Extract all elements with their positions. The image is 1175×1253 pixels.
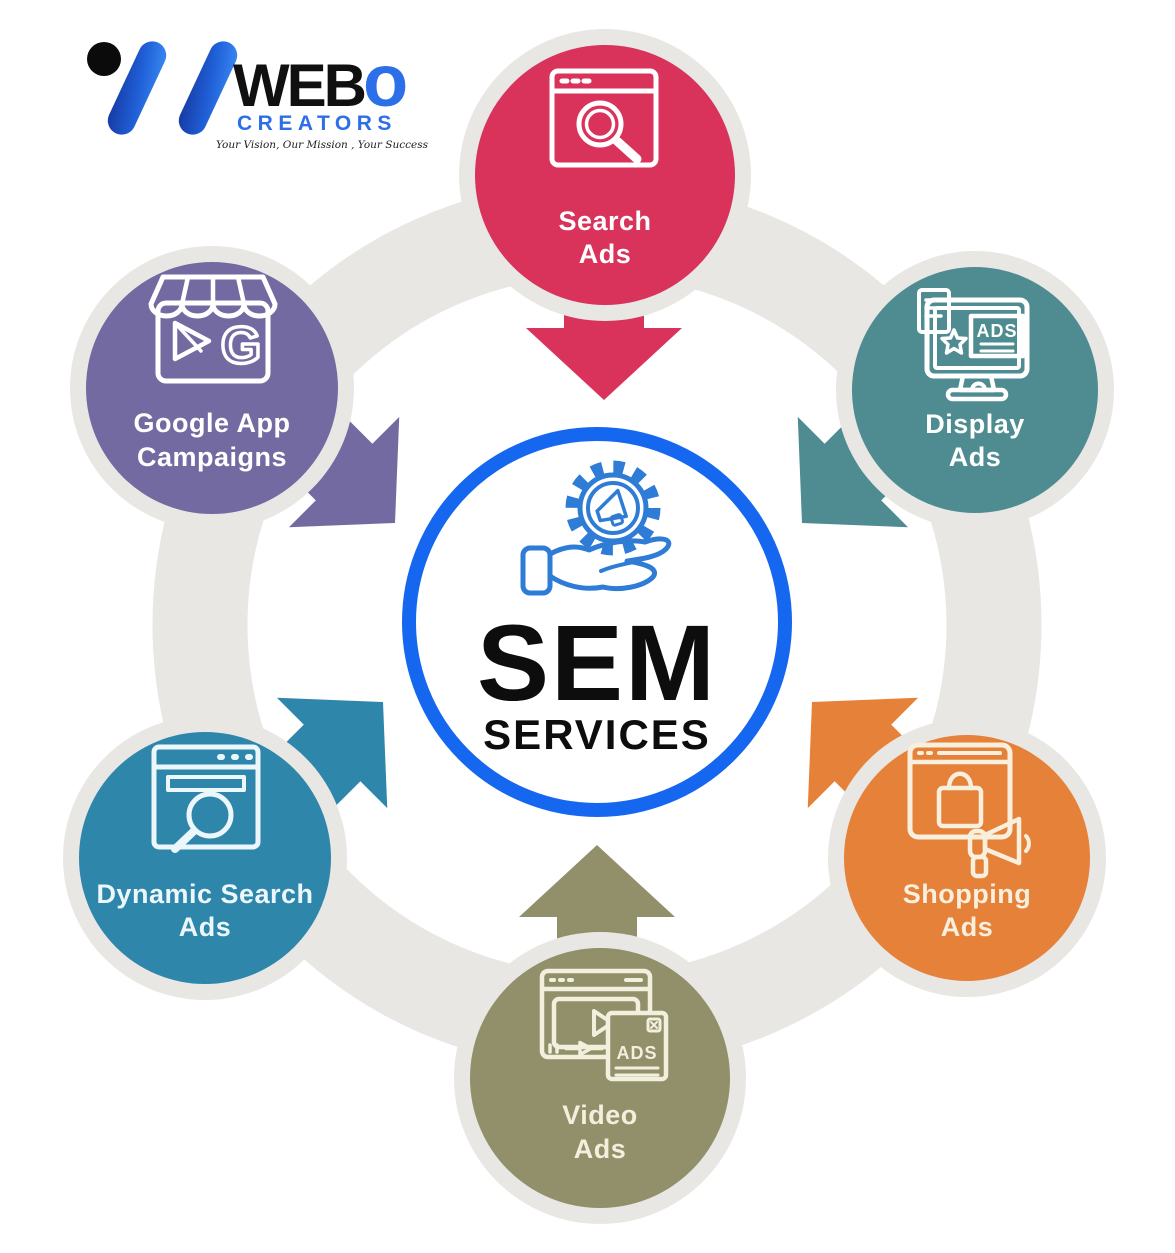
search-ads-label-line2: Ads — [579, 239, 632, 269]
node-google-app-campaigns: G Google App Campaigns — [86, 262, 338, 514]
display-ads-label-line1: Display — [925, 409, 1025, 439]
center-circle — [402, 427, 792, 817]
node-shopping-ads: Shopping Ads — [844, 735, 1090, 981]
megaphone-handle — [609, 513, 624, 527]
megaphone — [595, 488, 628, 527]
browser-searchbar-magnifier-icon — [151, 744, 261, 853]
shopping-ads-label-line1: Shopping — [903, 879, 1031, 909]
hand-thumb-line — [599, 559, 639, 573]
dynamic-search-ads-circle — [79, 732, 331, 984]
node-search-ads: Search Ads — [475, 45, 735, 305]
logo-wordmark-accent: o — [363, 39, 408, 122]
dynamic-search-ads-label-line1: Dynamic Search — [96, 879, 313, 909]
awning-stripes — [179, 274, 247, 307]
play-store-triangle — [172, 320, 212, 362]
dynamic-search-ads-label-line2: Ads — [179, 912, 232, 942]
star — [940, 328, 968, 355]
timeline-marker — [564, 1040, 604, 1057]
node-dynamic-search-ads: Dynamic Search Ads — [79, 732, 331, 984]
monitor-ads-icon: ADS — [917, 288, 1030, 402]
play-button — [592, 1009, 614, 1037]
magnifier-handle — [612, 136, 642, 164]
logo-subtitle: CREATORS — [237, 112, 397, 135]
play-store-fold — [173, 321, 203, 353]
megaphone-horn — [982, 816, 1022, 866]
node-video-ads: ADS Video Ads — [470, 948, 730, 1208]
search-bar — [166, 775, 246, 792]
webo-creators-logo: WEB o CREATORS Your Vision, Our Mission … — [87, 39, 429, 151]
search-ads-circle — [475, 45, 735, 305]
ads-panel — [968, 313, 1026, 359]
logo-tagline: Your Vision, Our Mission , Your Success — [216, 139, 429, 151]
display-ads-label-line2: Ads — [949, 442, 1002, 472]
node-display-ads: ADS Display Ads — [852, 267, 1098, 513]
close-x-icon — [650, 1021, 658, 1029]
monitor-frame — [924, 297, 1030, 379]
hand — [520, 536, 672, 596]
browser-bag-megaphone-icon — [907, 742, 1031, 879]
ads-document-lines — [614, 1066, 660, 1077]
video-player-ads-icon: ADS — [539, 968, 669, 1082]
google-app-campaigns-circle — [86, 262, 338, 514]
ads-panel-text: ADS — [976, 321, 1017, 341]
hand-palm — [547, 536, 672, 592]
browser-frame — [549, 68, 659, 168]
timeline-ticks — [548, 1043, 559, 1054]
shopping-ads-circle — [844, 735, 1090, 981]
megaphone-horn — [595, 488, 628, 523]
gear-inner-circle — [586, 481, 640, 535]
ads-document-text: ADS — [616, 1043, 657, 1063]
logo-bar-right — [178, 41, 238, 135]
store-play-g-icon: G — [148, 274, 278, 384]
gear-teeth — [565, 460, 661, 556]
center-subtitle: SERVICES — [483, 711, 711, 758]
megaphone-handle — [970, 854, 989, 879]
bag-handle — [946, 771, 974, 791]
magnifier-lens — [576, 100, 624, 148]
magnifier-lens — [186, 791, 234, 839]
logo-wordmark: WEB — [233, 52, 365, 119]
shopping-bag — [936, 785, 984, 829]
logo-dot — [87, 42, 121, 76]
monitor-screen — [933, 306, 1021, 370]
browser-frame — [907, 742, 1013, 840]
shopping-ads-label-line2: Ads — [941, 912, 994, 942]
search-ads-label-line1: Search — [558, 206, 651, 236]
video-ads-label-line2: Ads — [574, 1134, 627, 1164]
video-ads-label-line1: Video — [562, 1100, 638, 1130]
ads-close-box — [646, 1017, 662, 1033]
gear-megaphone-hand-icon — [520, 460, 672, 596]
google-app-campaigns-label-line1: Google App — [134, 408, 291, 438]
magnifier-handle — [171, 827, 198, 853]
monitor-base — [945, 387, 1009, 402]
browser-search-icon — [549, 68, 659, 168]
ads-panel-lines — [979, 342, 1015, 353]
center-title: SEM — [477, 602, 717, 723]
google-app-campaigns-label-line2: Campaigns — [137, 442, 287, 472]
browser-frame — [151, 744, 261, 850]
google-g-letter: G — [221, 317, 261, 375]
center-node: SEM SERVICES — [402, 427, 792, 817]
magnifier-lens-inner — [584, 108, 616, 140]
logo-bar-left — [107, 41, 167, 135]
